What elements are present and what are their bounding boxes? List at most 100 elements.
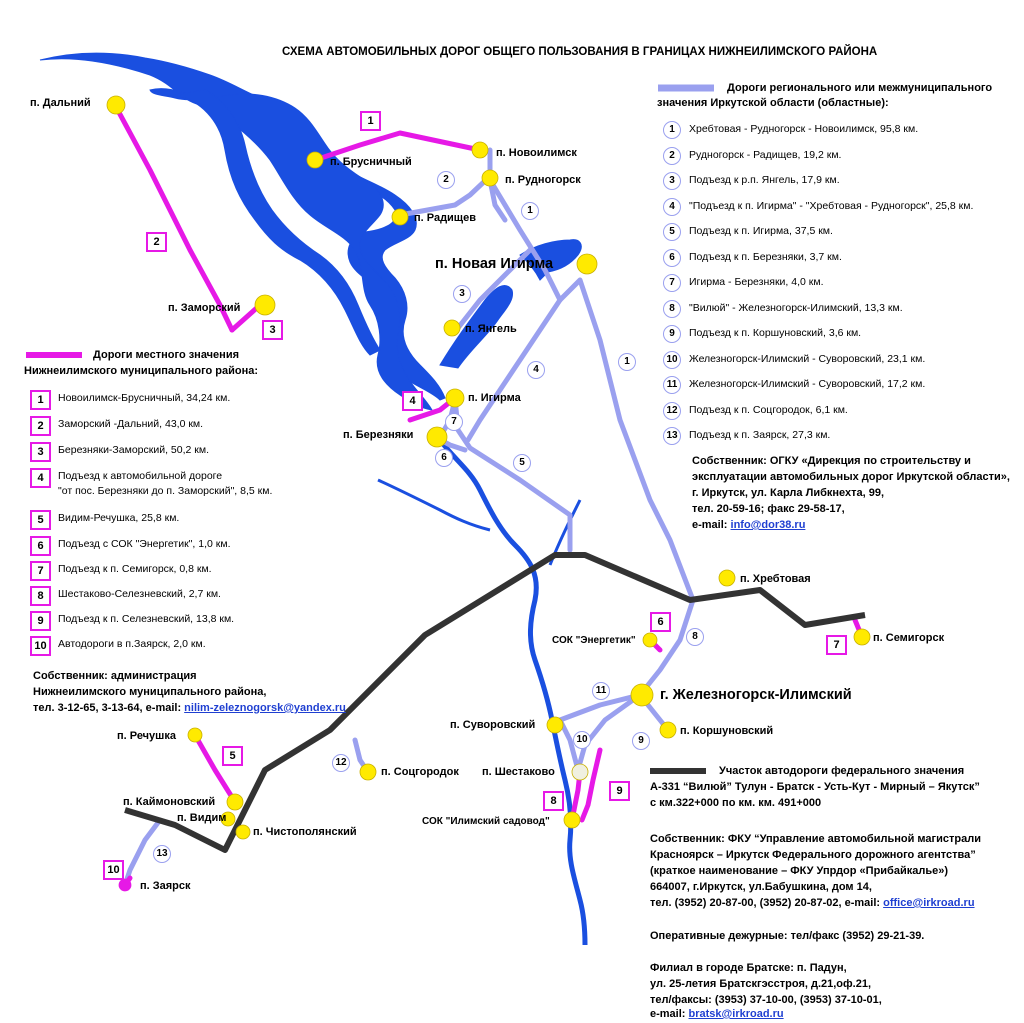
- local-legend-number: 9: [30, 611, 51, 631]
- regional-legend-heading: Дороги регионального или межмуниципально…: [727, 82, 993, 94]
- regional-legend-heading-2: значения Иркутской области (областные):: [657, 97, 889, 109]
- label-brusnichny: п. Брусничный: [330, 156, 412, 168]
- federal-branch-line-3: тел/факсы: (3953) 37-10-00, (3953) 37-10…: [650, 994, 882, 1006]
- label-vidim: п. Видим: [177, 812, 227, 824]
- local-legend-text: Березняки-Заморский, 50,2 км.: [58, 444, 210, 456]
- regional-road-3: [455, 247, 533, 331]
- local-road-9: [579, 747, 603, 823]
- regional-legend-text: Игирма - Березняки, 4,0 км.: [689, 276, 824, 288]
- regional-legend-text: Хребтовая - Рудногорск - Новоилимск, 95,…: [689, 123, 919, 135]
- map-regional-road-3-marker: 3: [453, 285, 471, 303]
- local-owner-email-link[interactable]: nilim-zeleznogorsk@yandex.ru: [184, 702, 346, 714]
- local-legend-text: Подъезд к п. Семигорск, 0,8 км.: [58, 563, 212, 575]
- label-zayarsk: п. Заярск: [140, 880, 191, 892]
- river-novaya-igirma: [519, 239, 582, 281]
- regional-owner-line-3: г. Иркутск, ул. Карла Либкнехта, 99,: [692, 487, 885, 499]
- settlement-zheleznogorsk: [630, 683, 654, 707]
- local-owner-line-3: тел. 3-12-65, 3-13-64, e-mail: nilim-zel…: [33, 702, 346, 715]
- settlement-berezniaki: [426, 426, 448, 448]
- federal-branch-email-link[interactable]: bratsk@irkroad.ru: [688, 1008, 784, 1020]
- regional-owner-email-link[interactable]: info@dor38.ru: [730, 519, 806, 531]
- map-local-road-10-marker: 10: [103, 860, 124, 880]
- settlement-sok-sadovod: [563, 811, 581, 829]
- label-khrebtovaya: п. Хребтовая: [740, 573, 811, 585]
- label-zheleznogorsk: г. Железногорск-Илимский: [660, 687, 852, 703]
- map-local-road-8-marker: 8: [543, 791, 564, 811]
- regional-legend-text: Железногорск-Илимский - Суворовский, 23,…: [689, 352, 926, 365]
- map-regional-road-13-marker: 13: [153, 845, 171, 863]
- regional-legend-text: Подъезд к п. Березняки, 3,7 км.: [689, 250, 842, 263]
- settlement-zamorskiy: [254, 294, 276, 316]
- federal-owner-line-3: (краткое наименование – ФКУ Упрдор «Приб…: [650, 865, 948, 877]
- regional-legend-number: 1: [663, 121, 681, 139]
- regional-legend-number: 8: [663, 299, 681, 318]
- settlement-semigorsk: [853, 628, 871, 646]
- regional-legend-number: 11: [663, 376, 681, 394]
- label-berezniaki: п. Березняки: [343, 429, 414, 441]
- local-legend-text: Автодороги в п.Заярск, 2,0 км.: [58, 638, 206, 650]
- map-title: СХЕМА АВТОМОБИЛЬНЫХ ДОРОГ ОБЩЕГО ПОЛЬЗОВ…: [282, 46, 878, 58]
- settlement-vidim: [220, 811, 236, 827]
- local-legend-text-2: "от пос. Березняки до п. Заморский", 8,5…: [58, 485, 273, 497]
- regional-legend-text: Подъезд к п. Игирма, 37,5 км.: [689, 225, 833, 237]
- federal-duty-phone: Оперативные дежурные: тел/факс (3952) 29…: [650, 930, 925, 942]
- settlement-chistopolyanskiy: [235, 824, 251, 840]
- local-legend-text: Новоилимск-Брусничный, 34,24 км.: [58, 392, 231, 404]
- map-regional-road-7-marker: 7: [445, 413, 463, 431]
- local-legend-heading-2: Нижнеилимского муниципального района:: [24, 365, 259, 377]
- regional-legend-number: 3: [663, 172, 681, 190]
- federal-branch-email-row: e-mail: bratsk@irkroad.ru: [650, 1008, 784, 1021]
- local-legend-number: 2: [30, 416, 51, 436]
- label-radishchev: п. Радищев: [414, 212, 476, 224]
- map-local-road-7-marker: 7: [826, 635, 847, 655]
- map-local-road-4-marker: 4: [402, 391, 423, 411]
- map-local-road-5-marker: 5: [222, 746, 243, 766]
- federal-branch-line-1: Филиал в городе Братске: п. Падун,: [650, 962, 847, 974]
- federal-owner-line-4: 664007, г.Иркутск, ул.Бабушкина, дом 14,: [650, 881, 872, 893]
- settlement-dalniy: [106, 95, 126, 115]
- label-rudnogorsk: п. Рудногорск: [505, 174, 581, 186]
- local-legend-heading: Дороги местного значения: [93, 349, 240, 361]
- federal-owner-email-link[interactable]: office@irkroad.ru: [883, 897, 975, 909]
- label-sok-sadovod: СОК "Илимский садовод": [422, 816, 550, 827]
- regional-legend-text: Подъезд к р.п. Янгель, 17,9 км.: [689, 174, 840, 186]
- local-legend-number: 10: [30, 636, 51, 656]
- local-legend-text: Заморский -Дальний, 43,0 км.: [58, 418, 204, 430]
- regional-owner-line-1: Собственник: ОГКУ «Дирекция по строитель…: [692, 455, 971, 467]
- regional-legend-number: 12: [663, 401, 681, 420]
- local-road-1: [312, 130, 483, 163]
- regional-owner-line-4: тел. 20-59-16; факс 29-58-17,: [692, 503, 845, 515]
- label-chistopolyanskiy: п. Чистополянский: [253, 826, 357, 838]
- label-sotsgorodok: п. Соцгородок: [381, 766, 459, 778]
- local-legend-number: 8: [30, 586, 51, 606]
- map-local-road-9-marker: 9: [609, 781, 630, 801]
- regional-legend-text: Подъезд к п. Заярск, 27,3 км.: [689, 429, 831, 441]
- river-main: [438, 438, 588, 946]
- federal-road-a331: [124, 552, 866, 853]
- settlement-igirma: [445, 388, 465, 408]
- local-legend-text: Шестаково-Селезневский, 2,7 км.: [58, 588, 221, 600]
- regional-legend-number: 13: [663, 427, 681, 445]
- local-legend-number: 5: [30, 510, 51, 530]
- local-legend-number: 1: [30, 390, 51, 410]
- local-owner-contacts: тел. 3-12-65, 3-13-64, e-mail:: [33, 702, 185, 714]
- settlement-zayarsk: [118, 878, 132, 892]
- settlement-novoilimsk: [471, 141, 489, 159]
- label-novoilimsk: п. Новоилимск: [496, 147, 577, 159]
- regional-legend-number: 9: [663, 325, 681, 343]
- map-regional-road-11-marker: 11: [592, 682, 610, 700]
- local-legend-text: Видим-Речушка, 25,8 км.: [58, 512, 180, 524]
- regional-road-4: [465, 297, 563, 443]
- label-igirma: п. Игирма: [468, 392, 521, 404]
- settlement-rechushka: [187, 727, 203, 743]
- label-shestakovo: п. Шестаково: [482, 766, 555, 778]
- local-road-5: [192, 732, 238, 805]
- federal-owner-phone-row: тел. (3952) 20-87-00, (3952) 20-87-02, e…: [650, 897, 975, 910]
- federal-legend-line-3: с км.322+000 по км. км. 491+000: [650, 797, 822, 809]
- map-local-road-1-marker: 1: [360, 111, 381, 131]
- regional-legend-text: Железногорск-Илимский - Суворовский, 17,…: [689, 378, 926, 390]
- label-dalniy: п. Дальний: [30, 97, 91, 109]
- water-bodies: [39, 52, 588, 946]
- local-legend-number: 7: [30, 561, 51, 581]
